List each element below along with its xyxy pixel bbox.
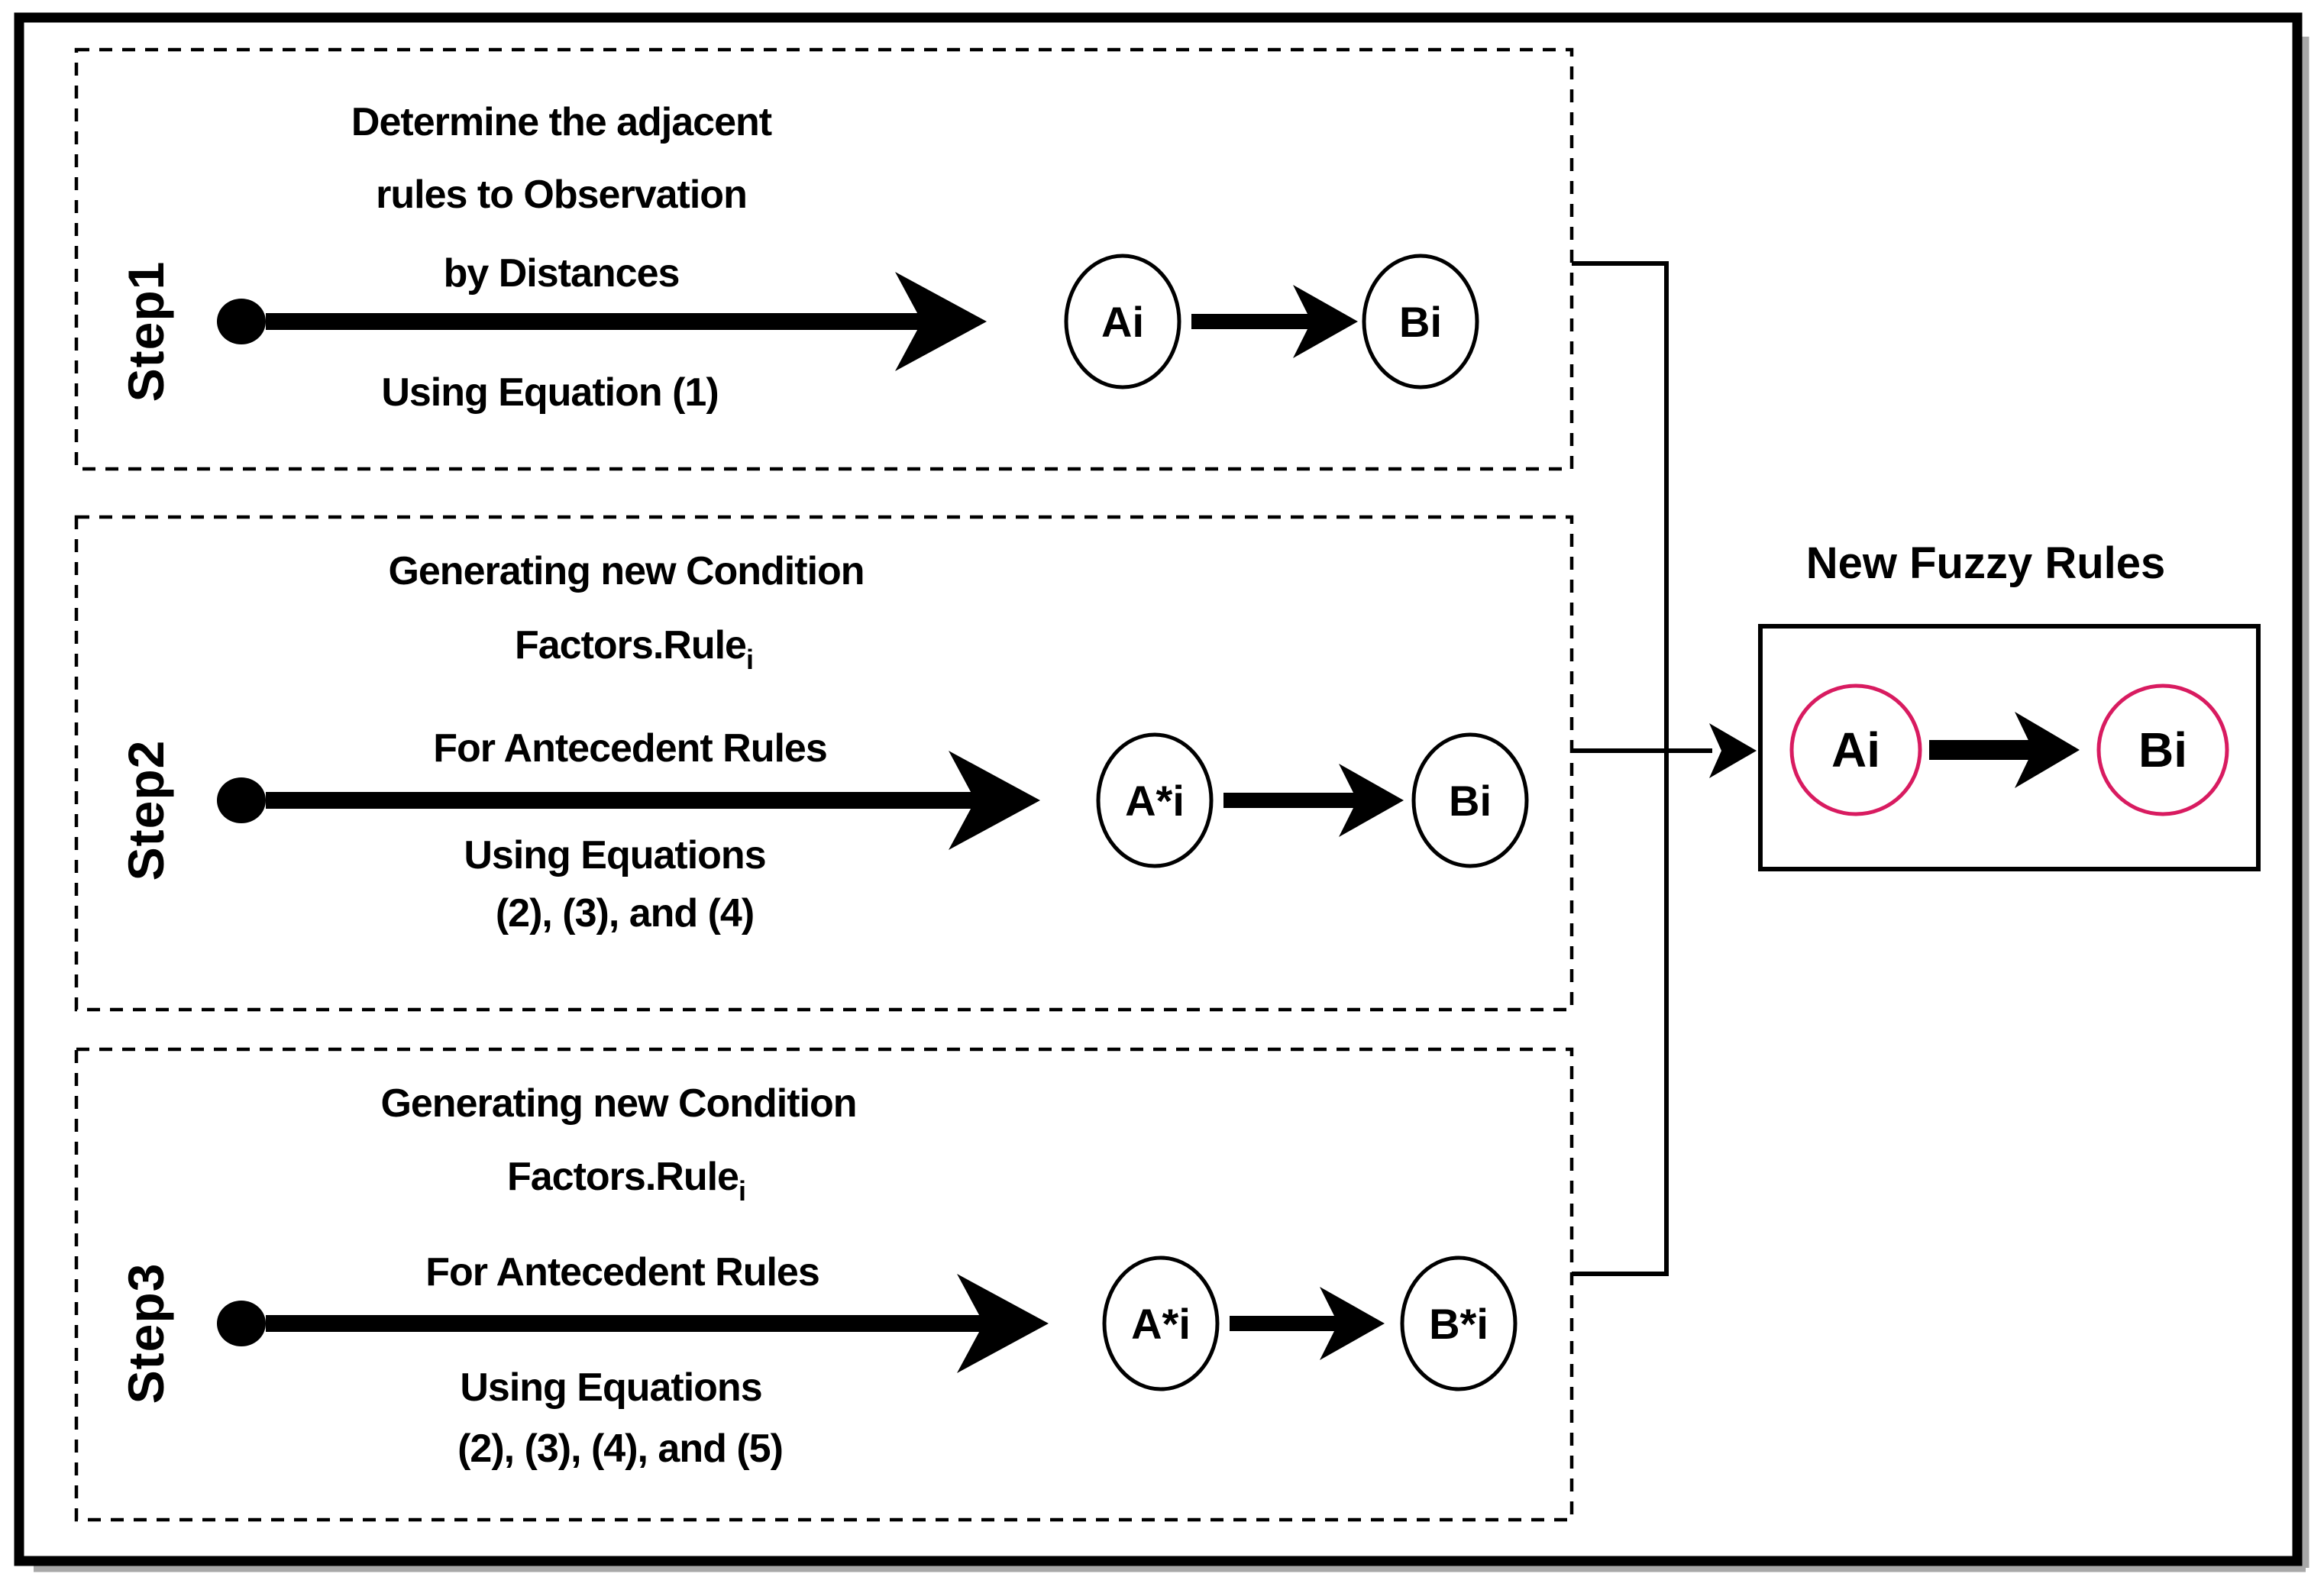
step3-flow-arrowhead bbox=[957, 1274, 1049, 1373]
step1-text-line2: rules to Observation bbox=[376, 173, 747, 217]
step3-node-from-circle bbox=[1102, 1256, 1220, 1391]
step3-node-to-circle bbox=[1400, 1256, 1518, 1391]
step2-rule-arrowhead bbox=[1339, 764, 1404, 837]
outer-frame bbox=[14, 12, 2303, 1566]
step1-text-below: Using Equation (1) bbox=[381, 370, 718, 415]
step3-rule-arrowhead bbox=[1320, 1287, 1385, 1360]
step3-box bbox=[74, 1047, 1574, 1522]
step2-node-from-circle bbox=[1096, 732, 1214, 868]
step1-flow-arrowhead bbox=[895, 272, 987, 371]
frame-shadow bbox=[34, 37, 2309, 1572]
step1-node-from-circle bbox=[1064, 254, 1181, 389]
output-node-to-circle bbox=[2096, 684, 2229, 816]
step2-flow-arrowhead bbox=[949, 751, 1040, 850]
output-node-from-circle bbox=[1789, 684, 1922, 816]
step1-node-to-label: Bi bbox=[1399, 298, 1442, 346]
step3-text-below1: Using Equations bbox=[460, 1365, 761, 1410]
step2-text-below1: Using Equations bbox=[464, 833, 765, 877]
output-connector-arrowhead bbox=[1709, 723, 1757, 778]
step3-bullet bbox=[217, 1301, 266, 1346]
output-node-to-label: Bi bbox=[2138, 722, 2187, 777]
step2-node-to-circle bbox=[1411, 732, 1529, 868]
step2-bullet bbox=[217, 777, 266, 823]
step2-group: Step2 Generating new Condition Factors.R… bbox=[74, 515, 1574, 1012]
output-rule-arrowhead bbox=[2015, 712, 2080, 788]
step2-text-line3: For Antecedent Rules bbox=[433, 726, 827, 771]
output-node-from-label: Ai bbox=[1831, 722, 1880, 777]
step2-text-line2: Factors.Rulei bbox=[515, 623, 753, 675]
new-fuzzy-rules-group: New Fuzzy Rules Ai Bi bbox=[1758, 538, 2261, 871]
step1-text-line1: Determine the adjacent bbox=[351, 100, 772, 144]
step2-node-from-label: A*i bbox=[1125, 777, 1185, 825]
step3-factors-subscript: i bbox=[739, 1175, 745, 1207]
step2-text-below2: (2), (3), and (4) bbox=[496, 891, 754, 936]
step1-step3-connector-line bbox=[1572, 261, 1669, 1276]
step1-group: Step1 Determine the adjacent rules to Ob… bbox=[74, 47, 1574, 471]
step1-box bbox=[74, 47, 1574, 471]
step1-text-line3: by Distances bbox=[444, 251, 680, 296]
step1-label: Step1 bbox=[118, 261, 174, 402]
step3-text-line2: Factors.Rulei bbox=[507, 1155, 745, 1207]
step3-text-line1: Generating new Condition bbox=[380, 1081, 856, 1126]
step3-group: Step3 Generating new Condition Factors.R… bbox=[74, 1047, 1574, 1522]
step3-text-line3: For Antecedent Rules bbox=[425, 1250, 819, 1294]
step2-label: Step2 bbox=[118, 740, 174, 881]
step1-node-to-circle bbox=[1362, 254, 1479, 389]
step2-box bbox=[74, 515, 1574, 1012]
step3-node-from-label: A*i bbox=[1131, 1300, 1191, 1348]
step3-label: Step3 bbox=[118, 1263, 174, 1404]
step3-factors-main: Factors.Rule bbox=[507, 1155, 739, 1199]
step2-text-line1: Generating new Condition bbox=[388, 549, 864, 593]
step2-node-to-label: Bi bbox=[1449, 777, 1492, 825]
output-box bbox=[1758, 624, 2261, 871]
step1-node-from-label: Ai bbox=[1101, 298, 1144, 346]
step1-rule-arrowhead bbox=[1293, 285, 1358, 358]
step2-factors-subscript: i bbox=[746, 644, 753, 675]
step1-bullet bbox=[217, 299, 266, 344]
output-title: New Fuzzy Rules bbox=[1806, 538, 2166, 588]
step2-factors-main: Factors.Rule bbox=[515, 623, 746, 667]
step3-text-below2: (2), (3), (4), and (5) bbox=[457, 1427, 783, 1471]
step3-node-to-label: B*i bbox=[1429, 1300, 1488, 1348]
